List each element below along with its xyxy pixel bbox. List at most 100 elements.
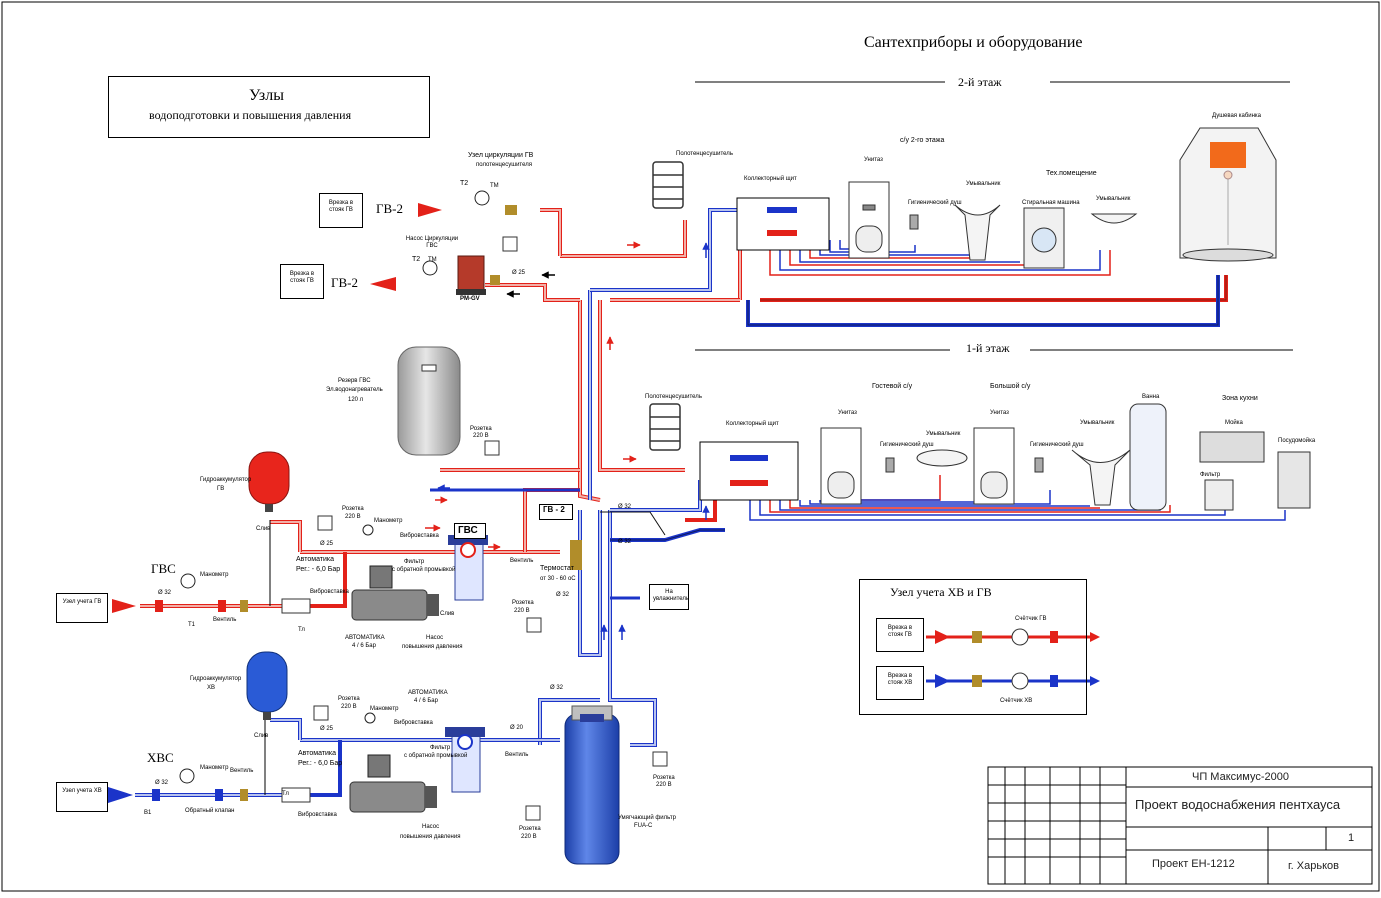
- gv2-input-arrow-a: [418, 203, 442, 217]
- circ-sub: полотенцесушителя: [476, 162, 532, 168]
- sheet-number: 1: [1348, 832, 1355, 844]
- filter-xv: [445, 727, 485, 793]
- towel-dryers: [649, 161, 684, 451]
- d32-gv-in: Ø 32: [158, 590, 172, 596]
- xv-input-arrow: [108, 787, 133, 803]
- softener-model: FUA-C: [634, 823, 653, 829]
- slive-accum-gv: Слив: [256, 526, 271, 532]
- socket-label-heater: Розетка: [470, 426, 492, 432]
- sink2-label: Умывальник: [966, 181, 1001, 187]
- automatika-xv: АВТОМАТИКА: [408, 690, 448, 696]
- automat-gv-title: Автоматика: [296, 556, 335, 563]
- filter-xv-sub: с обратной промывкой: [404, 753, 468, 759]
- manometr-gv: Манометр: [374, 518, 403, 524]
- dishwasher-label: Посудомойка: [1278, 438, 1316, 444]
- kitchen-filter-label: Фильтр: [1200, 472, 1221, 478]
- socket-label-gv: Розетка: [342, 506, 364, 512]
- toilet2-label: Унитаз: [864, 157, 883, 163]
- reserve-sub: Эл.водонагреватель: [326, 387, 383, 393]
- toilet1-label: Унитаз: [838, 410, 857, 416]
- socket-volt-heater: 220 В: [473, 433, 489, 439]
- vibro-gv-2: Вибровставка: [310, 589, 349, 595]
- d25-label: Ø 25: [512, 270, 526, 276]
- hyg1b-label: Гигиенический душ: [1030, 442, 1084, 448]
- socket-volt-pump: 220 В: [514, 608, 530, 614]
- tm-label-b: ТМ: [428, 257, 437, 263]
- title-block: [987, 766, 1373, 885]
- reserve-label: Резерв ГВС: [338, 378, 371, 384]
- socket-volt-xv: 220 В: [341, 704, 357, 710]
- d25-gv: Ø 25: [320, 541, 334, 547]
- hydro-xv-label: Гидроаккумулятор: [190, 676, 242, 682]
- slive-gv: Слив: [440, 611, 455, 617]
- nasos-xv-sub: повышения давления: [400, 834, 461, 840]
- hydro-accumulator-xv: [246, 651, 288, 720]
- gv-input-arrow: [112, 599, 136, 613]
- project-title: Проект водоснабжения пентхауса: [1135, 797, 1341, 812]
- vrezka-box-b: Врезка в стояк ГВ: [280, 264, 324, 299]
- filter-gv-label: Фильтр: [404, 559, 425, 565]
- sink2b-label: Умывальник: [1096, 196, 1131, 202]
- obr-xv-in: Обратный клапан: [185, 808, 235, 814]
- tm-label-a: ТМ: [490, 183, 499, 189]
- filter-xv-label: Фильтр: [430, 745, 451, 751]
- automatika-gv-bar: 4 / 6 Бар: [352, 643, 376, 649]
- ventil-xv-in: Вентиль: [230, 768, 254, 774]
- legend-xv-box: Врезка в стояк ХВ: [876, 666, 924, 700]
- tl-label: Тл: [298, 627, 305, 633]
- towel1-label: Полотенцесушитель: [645, 394, 702, 400]
- d32-riser-a: Ø 32: [618, 504, 632, 510]
- city-label: г. Харьков: [1288, 860, 1339, 872]
- t2-label-a: T2: [460, 180, 469, 187]
- socket-label-soft: Розетка: [653, 775, 675, 781]
- floor1-label: 1-й этаж: [966, 341, 1010, 355]
- socket-volt-xv2: 220 В: [521, 834, 537, 840]
- big-bath-label: Большой с/у: [990, 383, 1031, 390]
- humidifier-box: На увлажнитель: [649, 584, 689, 610]
- circ-title: Узел циркуляции ГВ: [468, 152, 534, 159]
- uzel-xv-box: Узел учета ХВ: [56, 782, 108, 812]
- washer-label: Стиральная машина: [1022, 200, 1080, 206]
- pump-xv: [349, 754, 437, 813]
- d32-xv-in: Ø 32: [155, 780, 169, 786]
- hyg1-label: Гигиенический душ: [880, 442, 934, 448]
- sockets: [313, 236, 668, 821]
- nasos-gv: Насос: [426, 635, 444, 641]
- tl2-label: Тл: [282, 791, 289, 797]
- project-code: Проект ЕН-1212: [1152, 858, 1235, 870]
- vibro-xv-2: Вибровставка: [298, 812, 337, 818]
- softener-filter: [564, 705, 620, 865]
- manometr-gv-in: Манометр: [200, 572, 229, 578]
- collector-arrow-marks: [730, 207, 797, 486]
- d32-riser-b: Ø 32: [618, 539, 632, 545]
- tech-room-label: Тех.помещение: [1046, 170, 1097, 177]
- collector2-label: Коллекторный щит: [744, 176, 797, 182]
- vibro-gv: Вибровставка: [400, 533, 439, 539]
- filter-gv: [448, 535, 488, 601]
- d20-xv: Ø 20: [510, 725, 524, 731]
- legend-drawing: [926, 628, 1100, 690]
- gv2-input-arrow-b: [370, 277, 396, 291]
- ventil-xv: Вентиль: [505, 752, 529, 758]
- hyg2-label: Гигиенический душ: [908, 200, 962, 206]
- xvs-label: ХВС: [147, 750, 174, 765]
- legend-counter-xv: Счётчик ХВ: [1000, 698, 1033, 704]
- meter-legend: Узел учета ХВ и ГВ Врезка в стояк ГВ Вре…: [859, 579, 1087, 715]
- floor1-fixtures: [820, 403, 1311, 511]
- collector-floor2: [736, 197, 830, 251]
- floor2-fixtures: [848, 127, 1277, 269]
- b1-label: B1: [144, 810, 152, 816]
- socket-label-xv2: Розетка: [519, 826, 541, 832]
- uzel-gv-box: Узел учета ГВ: [56, 593, 108, 623]
- filter-gv-sub: с обратной промывкой: [392, 567, 456, 573]
- manometr-xv-in: Манометр: [200, 765, 229, 771]
- bath2-title: с/у 2-го этажа: [900, 137, 945, 144]
- aux-line: [600, 511, 666, 536]
- vibro-xv: Вибровставка: [394, 720, 433, 726]
- t2-label-b: T2: [412, 256, 421, 263]
- cabin-label: Душевая кабинка: [1212, 113, 1262, 119]
- thermostat-sub: от 30 - 60 оС: [540, 576, 576, 582]
- company-name: ЧП Максимус-2000: [1192, 771, 1289, 783]
